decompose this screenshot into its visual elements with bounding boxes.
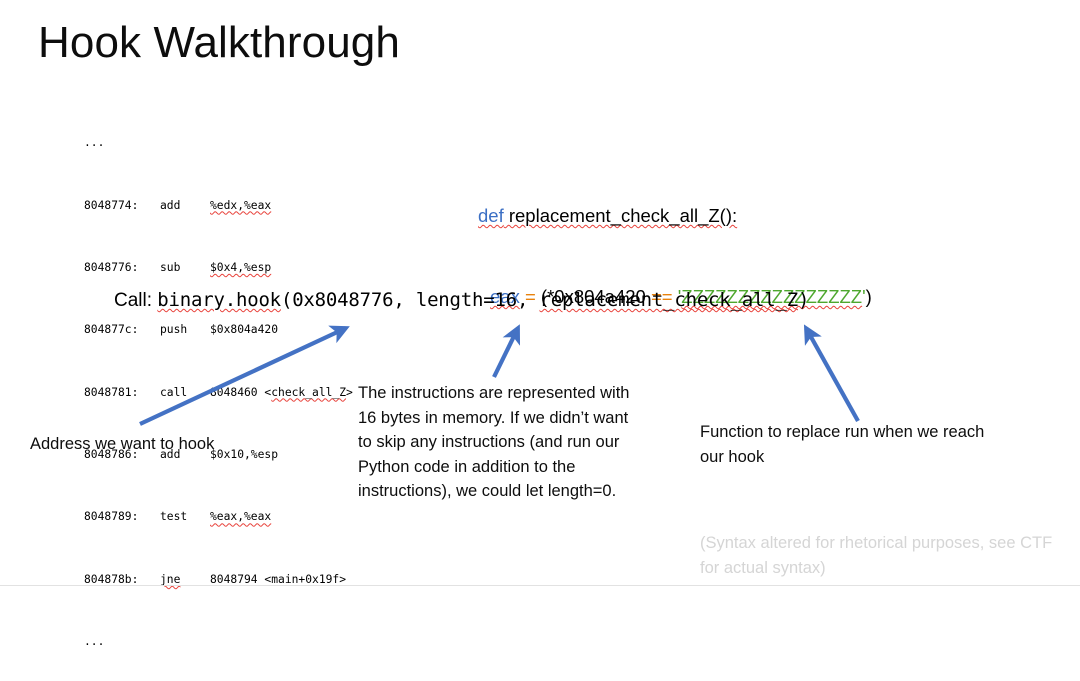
python-keyword-def: def <box>478 205 504 226</box>
call-close-paren: ) <box>797 289 810 311</box>
disassembly-listing: ... 8048774: add %edx,%eax 8048776: sub $0x4… <box>84 104 353 681</box>
page-title: Hook Walkthrough <box>38 18 400 67</box>
disasm-row: 8048789: test %eax,%eax <box>84 509 353 525</box>
disasm-mnemonic: test <box>160 510 188 524</box>
disasm-address: 804878b: <box>84 572 139 586</box>
disasm-address: 8048786: <box>84 448 139 462</box>
disasm-operands: $0x10,%esp <box>210 448 279 462</box>
call-separator: , <box>516 289 540 311</box>
disasm-mnemonic: add <box>160 448 181 462</box>
disasm-row: 8048781: call 8048460 <check_all_Z> <box>84 385 353 401</box>
python-assign-operator: = <box>519 286 541 307</box>
python-quote-close: ' <box>862 286 866 307</box>
python-def-line: def replacement_check_all_Z(): <box>478 202 872 229</box>
disasm-address: 8048789: <box>84 510 139 524</box>
disasm-mnemonic: push <box>160 323 188 337</box>
annotation-disclaimer: (Syntax altered for rhetorical purposes,… <box>700 534 1053 577</box>
disasm-mnemonic: sub <box>160 260 181 274</box>
disasm-ellipsis-top: ... <box>84 136 105 150</box>
disasm-mnemonic: add <box>160 198 181 212</box>
python-compare-operator: == <box>650 286 678 307</box>
disasm-address: 8048774: <box>84 198 139 212</box>
python-variable-eax: eax <box>490 286 520 307</box>
python-close-paren: ) <box>865 286 872 307</box>
call-signature-line: Call: binary.hook(0x8048776, length=16, … <box>114 289 809 312</box>
annotation-length: The instructions are represented with 16… <box>358 384 630 500</box>
footer-divider <box>0 585 1080 586</box>
disasm-ellipsis-bottom: ... <box>84 635 105 649</box>
call-arg-address: 0x8048776 <box>292 289 394 311</box>
disasm-row: 8048786: add $0x10,%esp <box>84 447 353 463</box>
disasm-mnemonic: jne <box>160 572 181 586</box>
call-arg-length: length=16 <box>415 289 517 311</box>
python-body-line: eax = (*0x804a420 == 'ZZZZZZZZZZZZZZZZ') <box>478 283 872 310</box>
slide-canvas: Hook Walkthrough ... 8048774: add %edx,%ea… <box>0 18 1080 649</box>
call-label: Call: <box>114 290 158 311</box>
disasm-operand-suffix: > <box>346 385 353 399</box>
disasm-operands: $0x804a420 <box>210 323 279 337</box>
python-quote-open: ' <box>677 286 682 307</box>
disasm-row: 804877c: push $0x804a420 <box>84 322 353 338</box>
disasm-operands: %eax,%eax <box>210 510 272 524</box>
annotation-function: Function to replace run when we reach ou… <box>700 423 985 466</box>
disasm-mnemonic: call <box>160 385 188 399</box>
disasm-address: 804877c: <box>84 323 139 337</box>
python-snippet: def replacement_check_all_Z(): eax = (*0… <box>478 148 872 364</box>
annotation-address: Address we want to hook <box>30 435 215 453</box>
call-function-name: binary.hook <box>157 289 281 311</box>
disasm-address: 8048776: <box>84 260 139 274</box>
disasm-operands: $0x4,%esp <box>210 260 272 274</box>
disasm-symbol-check-all-z: check_all_Z <box>271 385 347 399</box>
disasm-row: 8048776: sub $0x4,%esp <box>84 260 353 276</box>
disasm-row: 804878b: jne 8048794 <main+0x19f> <box>84 572 353 588</box>
call-open-paren: ( <box>280 289 293 311</box>
disasm-row: 8048774: add %edx,%eax <box>84 198 353 214</box>
python-deref-expression: (*0x804a420 <box>540 286 651 307</box>
disasm-address: 8048781: <box>84 385 139 399</box>
python-string-literal: ZZZZZZZZZZZZZZZZ <box>681 286 863 307</box>
disasm-operands: 8048460 <check_all_Z> <box>210 385 353 401</box>
disasm-operands: 8048794 <main+0x19f> <box>210 572 347 586</box>
disasm-operands: %edx,%eax <box>210 198 272 212</box>
call-arg-function: replacement_check_all_Z <box>539 289 798 311</box>
python-function-name: replacement_check_all_Z(): <box>503 205 738 226</box>
call-separator: , <box>393 289 416 311</box>
disasm-operand-prefix: 8048460 < <box>210 385 272 399</box>
